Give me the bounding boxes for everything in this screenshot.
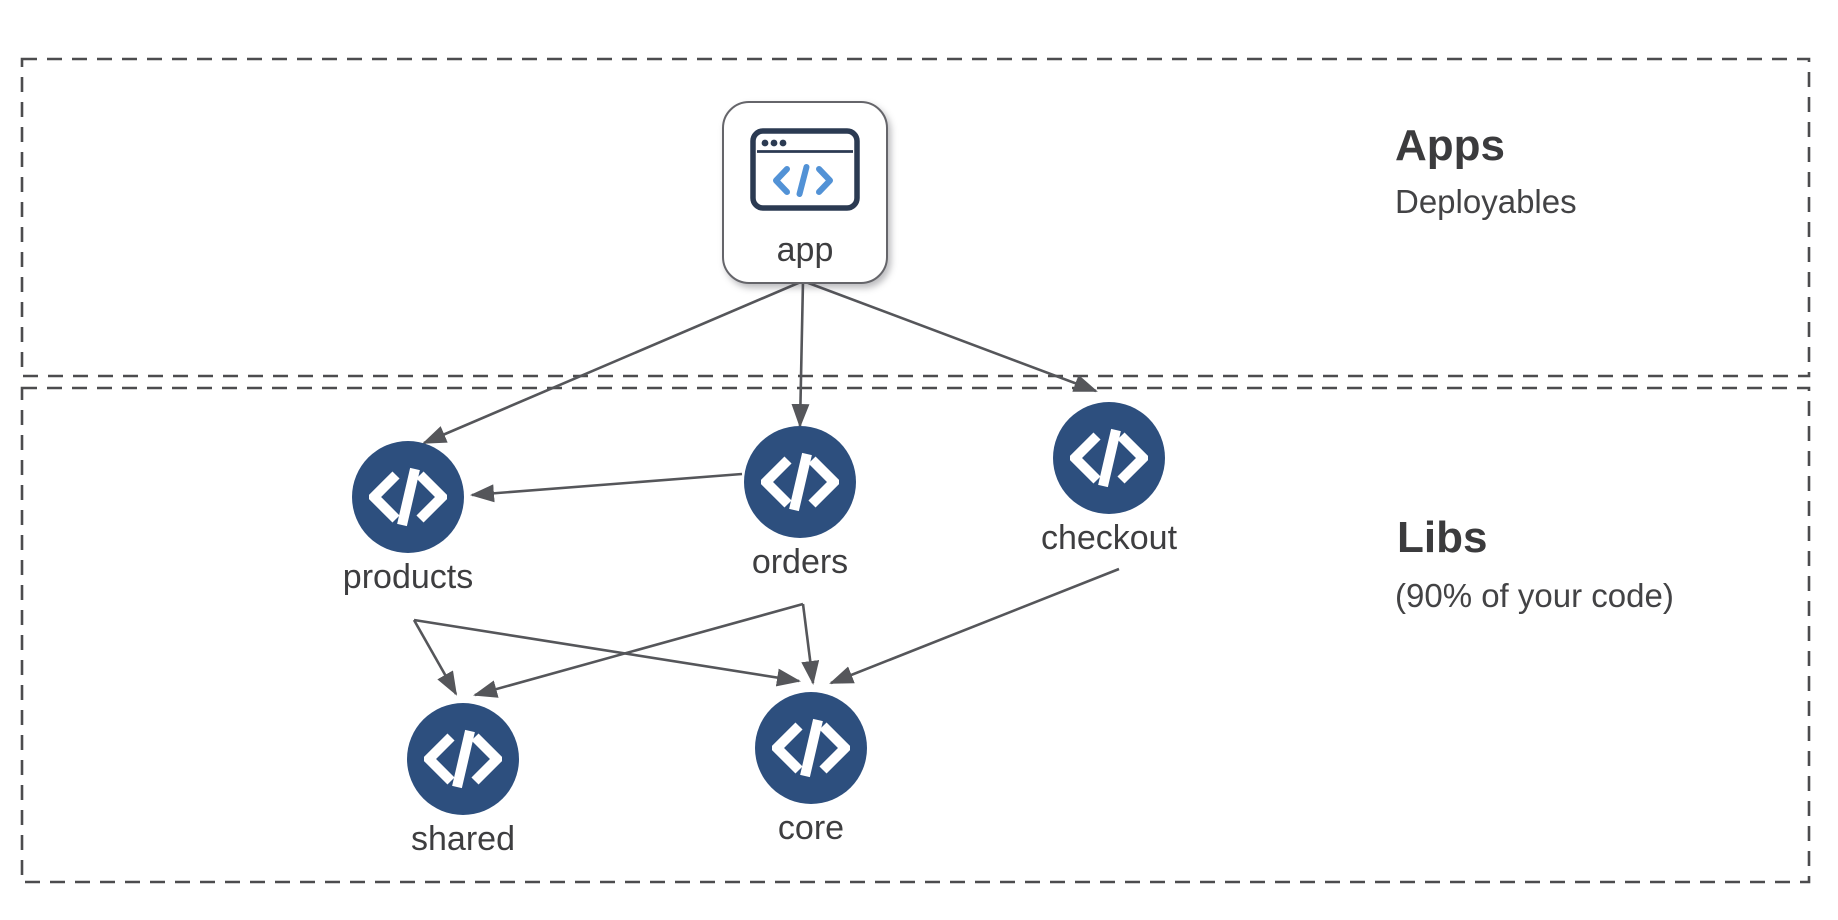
- lib-node-label: shared: [411, 820, 515, 858]
- lib-node-products: products: [343, 441, 473, 596]
- edge-app-orders: [791, 280, 810, 428]
- app-node-label: app: [776, 231, 834, 269]
- apps-section-title: Apps: [1395, 121, 1505, 170]
- code-icon: [744, 426, 856, 538]
- lib-node-core: core: [755, 692, 867, 847]
- app-node: app: [722, 101, 888, 284]
- code-icon: [1053, 402, 1165, 514]
- edge-products-shared: [412, 619, 458, 696]
- apps-section-subtitle: Deployables: [1395, 183, 1577, 220]
- code-icon: [755, 692, 867, 804]
- edge-app-checkout: [802, 279, 1098, 393]
- edge-orders-products: [470, 472, 743, 503]
- lib-node-label: core: [777, 809, 845, 847]
- browser-code-icon: [750, 128, 860, 216]
- lib-node-shared: shared: [407, 703, 519, 858]
- code-icon: [352, 441, 464, 553]
- edge-app-products: [422, 279, 804, 445]
- libs-section-box: [20, 386, 1811, 884]
- edge-orders-core: [801, 603, 820, 685]
- edge-products-core: [413, 618, 801, 687]
- lib-node-checkout: checkout: [1041, 402, 1177, 557]
- lib-node-label: checkout: [1040, 519, 1178, 557]
- code-icon: [407, 703, 519, 815]
- lib-node-label: orders: [751, 543, 849, 581]
- edge-orders-shared: [473, 602, 804, 698]
- lib-node-label: products: [342, 558, 474, 596]
- edge-checkout-core: [829, 567, 1120, 685]
- libs-section-subtitle: (90% of your code): [1395, 577, 1674, 614]
- lib-node-orders: orders: [744, 426, 856, 581]
- libs-section-title: Libs: [1397, 513, 1488, 562]
